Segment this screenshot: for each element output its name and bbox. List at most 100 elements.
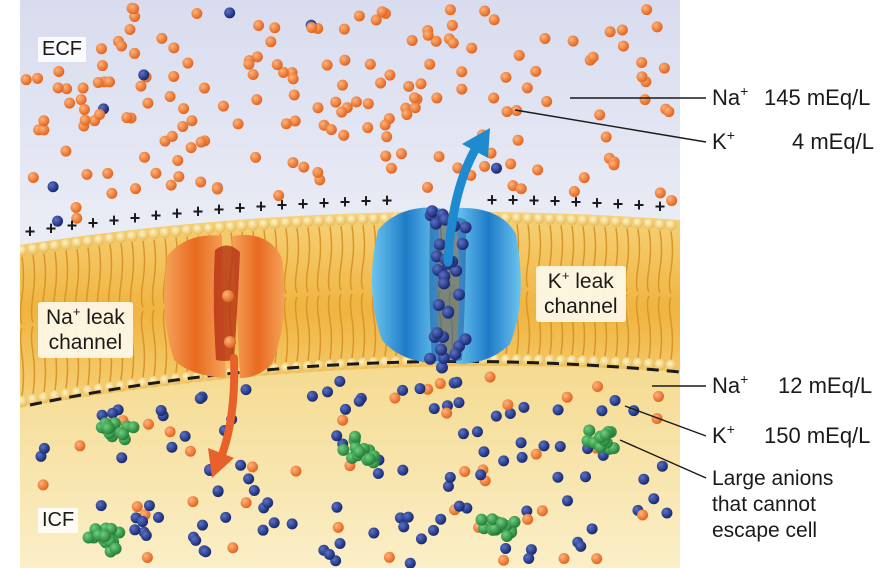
na-ion: [250, 151, 262, 163]
positive-charge: +: [277, 195, 288, 215]
k-ion: [459, 221, 472, 234]
positive-charge: +: [235, 198, 246, 218]
k-ion: [457, 428, 469, 440]
large-anions-label: Large anions that cannot escape cell: [712, 466, 833, 544]
anion-bead: [127, 421, 140, 434]
na-ion: [452, 162, 464, 174]
na-ion: [536, 505, 548, 517]
na-ion: [52, 82, 64, 94]
na-ion: [403, 80, 415, 92]
k-ion: [586, 523, 598, 535]
lipid-tail: [140, 310, 146, 378]
icf-k-value: 150 mEq/L: [764, 423, 871, 448]
na-ion: [459, 465, 471, 477]
na-ion: [289, 115, 301, 127]
na-ion: [501, 106, 513, 118]
k-ion: [515, 437, 527, 449]
positive-charge: +: [319, 193, 330, 213]
ecf-k-charge: +: [726, 127, 735, 143]
k-ion: [433, 238, 446, 251]
na-ion: [79, 114, 91, 126]
na-leak-channel-label: Na+ leak channel: [38, 302, 133, 358]
na-ion: [227, 542, 239, 554]
k-ion: [190, 534, 202, 546]
na-ion: [27, 171, 39, 183]
lipid-head: [346, 214, 358, 226]
na-ion: [224, 336, 236, 348]
lipid-head: [511, 354, 523, 366]
na-ion: [217, 100, 229, 112]
na-ion: [422, 181, 434, 193]
na-ion: [184, 445, 196, 457]
anions-line-3: escape cell: [712, 519, 818, 542]
positive-charge: +: [613, 194, 624, 214]
anion-cluster: [337, 430, 381, 469]
k-ion: [153, 511, 165, 523]
lipid-tail: [646, 229, 652, 293]
k-leak-word: leak: [569, 270, 614, 293]
k-ion: [561, 495, 573, 507]
na-ion: [173, 171, 185, 183]
na-ion: [273, 190, 285, 202]
lipid-tail: [525, 224, 531, 288]
na-ion: [578, 172, 590, 184]
large-anions: [82, 417, 620, 558]
lipid-head: [159, 227, 171, 239]
positive-charge: +: [550, 191, 561, 211]
anion-cluster: [581, 424, 620, 455]
na-ion: [608, 159, 620, 171]
k-ion: [500, 543, 512, 555]
positive-charge: +: [529, 191, 540, 211]
lipid-head: [104, 233, 116, 245]
na-ion: [430, 35, 442, 47]
k-ion: [449, 348, 462, 361]
lipid-tail: [305, 295, 311, 361]
lipid-head: [137, 377, 149, 389]
na-ion: [484, 371, 496, 383]
k-ion: [435, 343, 448, 356]
na-ion: [541, 96, 553, 108]
k-ion: [525, 544, 537, 556]
positive-charge: +: [67, 216, 78, 236]
k-ion: [459, 333, 472, 346]
na-ion: [431, 92, 443, 104]
na-ion: [488, 92, 500, 104]
k-ion: [402, 511, 414, 523]
lipid-tail: [338, 293, 344, 359]
positive-charge: +: [298, 194, 309, 214]
k-ion: [196, 519, 208, 531]
na-ion: [312, 167, 324, 179]
lipid-head: [291, 216, 303, 228]
lipid-tail: [349, 293, 355, 359]
na-ion: [247, 69, 259, 81]
na-ion: [92, 76, 104, 88]
k-ion: [116, 452, 128, 464]
lipid-head: [192, 223, 204, 235]
k-ion: [262, 497, 274, 509]
na-ion: [568, 185, 580, 197]
na-ion: [186, 115, 198, 127]
na-ion: [290, 465, 302, 477]
k-ion: [521, 505, 533, 517]
lipid-head: [500, 354, 512, 366]
na-ion: [139, 151, 151, 163]
lipid-tail: [635, 229, 641, 292]
k-ion: [450, 264, 463, 277]
lipid-head: [632, 358, 644, 370]
k-ion: [397, 384, 409, 396]
lipid-tail: [668, 231, 674, 294]
lipid-head: [38, 392, 50, 404]
k-ion: [661, 507, 673, 519]
lipid-tail: [624, 294, 630, 358]
na-influx-arrow: [208, 354, 239, 478]
k-ion: [575, 540, 587, 552]
na-ion: [96, 60, 108, 72]
na-ion: [164, 426, 176, 438]
icf-label: ICF: [38, 508, 79, 533]
lipid-tail: [20, 327, 25, 396]
lipid-head: [522, 212, 534, 224]
icf-k-ion: K: [712, 423, 727, 448]
k-ion: [444, 471, 456, 483]
na-ion: [446, 19, 458, 31]
na-ion: [636, 56, 648, 68]
